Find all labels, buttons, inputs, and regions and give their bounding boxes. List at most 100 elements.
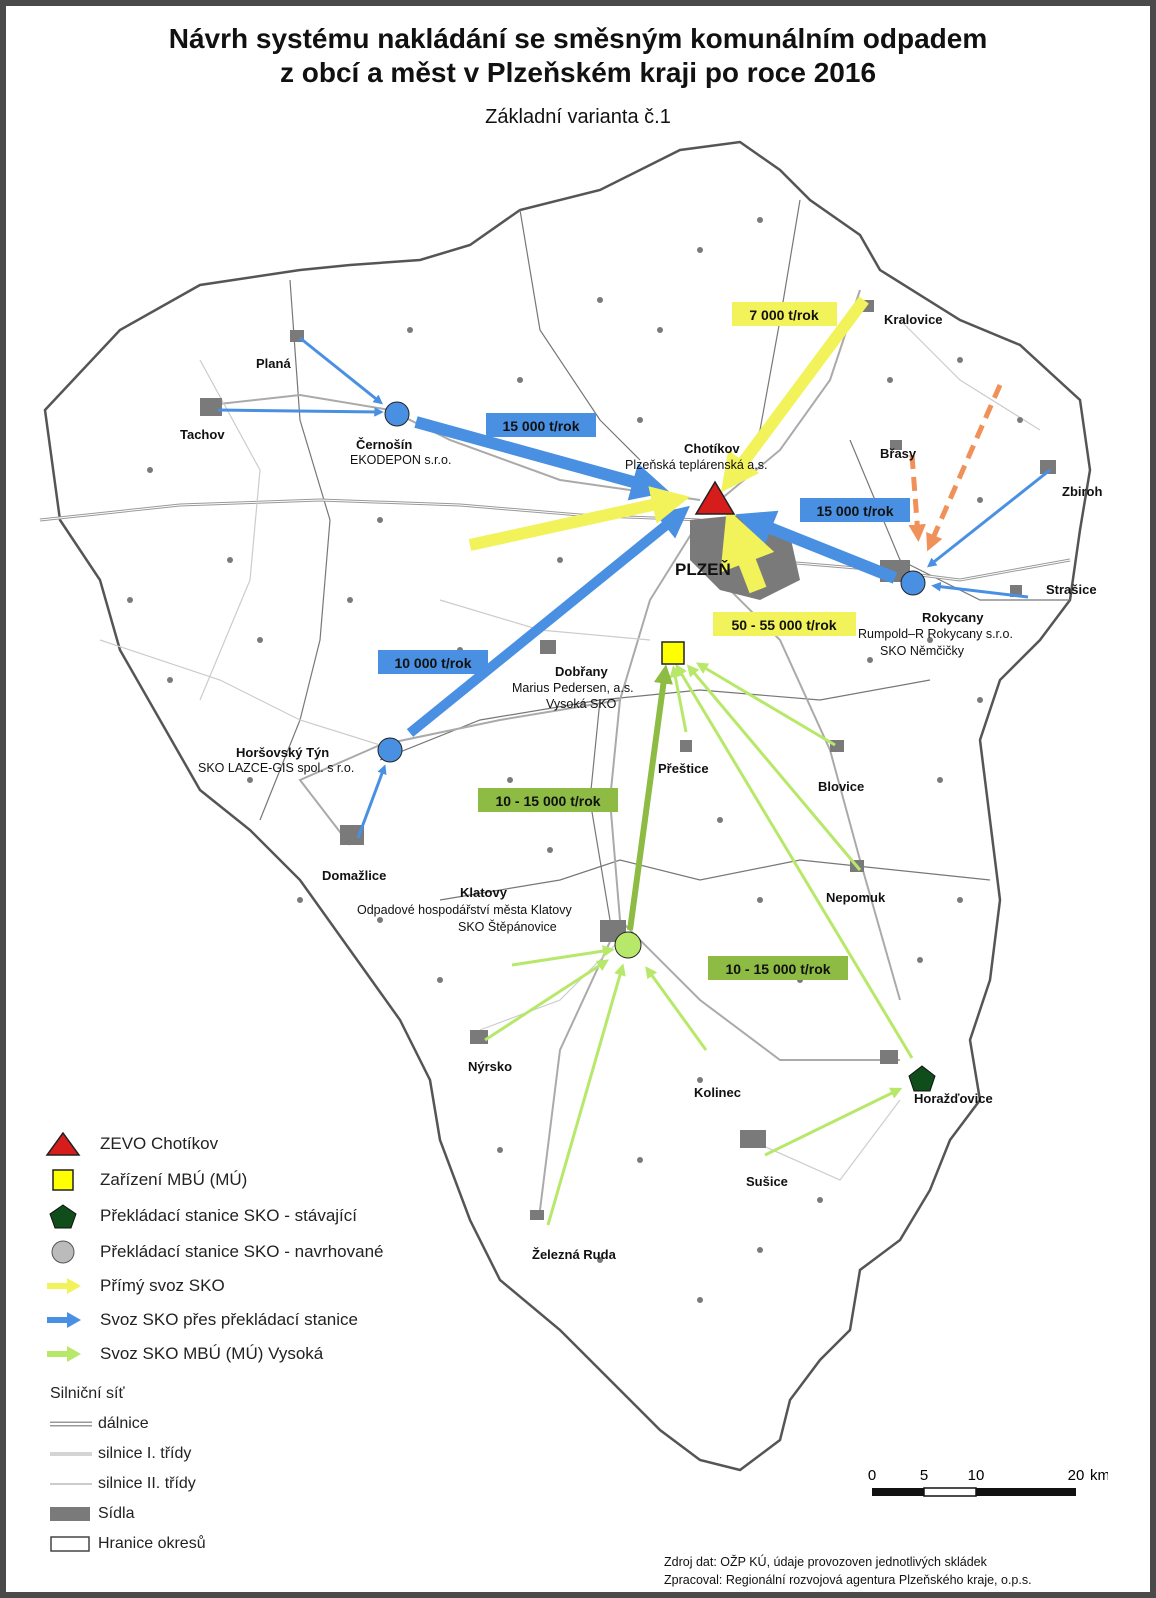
town-domazlice: Domažlice [322, 868, 386, 883]
scale-tick-10: 10 [968, 1467, 985, 1484]
pentagon-legend-icon [49, 1204, 77, 1229]
map-title: Návrh systému nakládání se směsným komun… [0, 22, 1156, 90]
town-blovice: Blovice [818, 779, 864, 794]
legend-station-proposed: Překládací stanice SKO - navrhované [100, 1242, 384, 1261]
legend-row-via-station: Svoz SKO přes překládací stanice [40, 1306, 358, 1334]
settlement-symbol [50, 1507, 90, 1521]
facility-horsovsky-tyn: SKO LAZCE-GIS spol. s r.o. [198, 761, 354, 775]
direct-flows [468, 296, 869, 594]
facility-klatovy-2: SKO Štěpánovice [458, 919, 557, 934]
legend-mbu: Zařízení MBÚ (MÚ) [100, 1170, 248, 1189]
town-dobrany: Dobřany [555, 664, 609, 679]
facility-dobrany-2: Vysoká SKO [546, 697, 617, 711]
scale-tick-5: 5 [920, 1467, 928, 1484]
legend-row-station-existing: Překládací stanice SKO - stávající [40, 1202, 357, 1230]
city-plzen: PLZEŇ [675, 560, 731, 579]
mbu-flows [484, 662, 914, 1226]
legend-row-districts: Hranice okresů [50, 1532, 206, 1556]
legend-districts: Hranice okresů [98, 1535, 206, 1552]
legend-row-station-proposed: Překládací stanice SKO - navrhované [40, 1238, 383, 1266]
station-cernosin [384, 401, 410, 427]
town-brasy: Břasy [880, 446, 917, 461]
flow-label-rokycany: 15 000 t/rok [816, 503, 893, 519]
town-plana: Planá [256, 356, 291, 371]
scale-bar: 0 5 10 20 km [868, 1467, 1108, 1497]
legend-row-zevo: ZEVO Chotíkov [40, 1130, 218, 1158]
town-chotikov: Chotíkov [684, 441, 740, 456]
flow-label-kralovice: 7 000 t/rok [749, 307, 818, 323]
zevo-chotikov-symbol [694, 480, 736, 515]
map-subtitle: Základní varianta č.1 [485, 106, 671, 128]
town-cernosin: Černošín [356, 437, 412, 452]
scale-tick-0: 0 [868, 1467, 876, 1484]
station-horsovsky-tyn [377, 737, 403, 763]
flow-label-plzen: 50 - 55 000 t/rok [731, 617, 836, 633]
facility-symbols [377, 401, 936, 1092]
town-horazdovice: Horažďovice [914, 1091, 993, 1106]
scale-unit: km [1090, 1467, 1108, 1484]
mbu-legend-icon [52, 1169, 74, 1191]
district-symbol [50, 1536, 90, 1552]
legend-class1: silnice I. třídy [98, 1445, 192, 1462]
legend-zevo: ZEVO Chotíkov [100, 1134, 219, 1153]
flow-label-horsovsky-tyn: 10 000 t/rok [394, 655, 471, 671]
town-horsovsky-tyn: Horšovský Týn [236, 745, 329, 760]
motorway-symbol [50, 1421, 92, 1427]
legend-via-station: Svoz SKO přes překládací stanice [100, 1310, 358, 1329]
title-line-1: Návrh systému nakládání se směsným komun… [168, 23, 988, 54]
source-line-1: Zdroj dat: OŽP KÚ, údaje provozoven jedn… [664, 1555, 987, 1569]
scale-tick-20: 20 [1068, 1467, 1085, 1484]
town-prestice: Přeštice [658, 761, 709, 776]
legend-settlements: Sídla [98, 1505, 135, 1522]
station-klatovy [614, 931, 642, 959]
town-susice: Sušice [746, 1174, 788, 1189]
source-line-2: Zpracoval: Regionální rozvojová agentura… [664, 1573, 1032, 1587]
green-arrow-icon [47, 1346, 81, 1362]
legend-direct: Přímý svoz SKO [100, 1276, 225, 1295]
facility-labels: EKODEPON s.r.o. Plzeňská teplárenská a.s… [198, 453, 1013, 934]
legend-class2: silnice II. třídy [98, 1475, 196, 1492]
town-labels: Planá Tachov Černošín Kralovice Chotíkov… [180, 312, 1102, 1262]
town-rokycany: Rokycany [922, 610, 984, 625]
class1-road-symbol [50, 1452, 92, 1456]
facility-chotikov: Plzeňská teplárenská a.s. [625, 458, 767, 472]
legend-row-settlements: Sídla [50, 1502, 134, 1526]
legend-mbu-flow: Svoz SKO MBÚ (MÚ) Vysoká [100, 1344, 324, 1363]
town-nepomuk: Nepomuk [826, 890, 886, 905]
legend-row-direct: Přímý svoz SKO [40, 1272, 225, 1300]
source-note: Zdroj dat: OŽP KÚ, údaje provozoven jedn… [664, 1553, 1032, 1589]
station-rokycany [900, 570, 926, 596]
blue-arrow-icon [47, 1312, 81, 1328]
legend-row-mbu-flow: Svoz SKO MBÚ (MÚ) Vysoká [40, 1340, 323, 1368]
facility-cernosin: EKODEPON s.r.o. [350, 453, 451, 467]
town-kralovice: Kralovice [884, 312, 943, 327]
facility-dobrany-1: Marius Pedersen, a.s. [512, 681, 634, 695]
legend-motorway: dálnice [98, 1415, 149, 1432]
flow-labels: 7 000 t/rok 15 000 t/rok 15 000 t/rok 50… [378, 302, 910, 980]
town-tachov: Tachov [180, 427, 225, 442]
title-line-2: z obcí a měst v Plzeňském kraji po roce … [279, 57, 877, 88]
town-klatovy: Klatovy [460, 885, 508, 900]
flow-label-cernosin: 15 000 t/rok [502, 418, 579, 434]
legend-row-class1: silnice I. třídy [50, 1442, 191, 1466]
roads-title: Silniční síť [50, 1385, 125, 1402]
facility-klatovy-1: Odpadové hospodářství města Klatovy [357, 903, 572, 917]
town-zelezna-ruda: Železná Ruda [532, 1247, 617, 1262]
town-zbiroh: Zbiroh [1062, 484, 1102, 499]
station-horazdovice [908, 1065, 936, 1092]
facility-rokycany-2: SKO Němčičky [880, 644, 965, 658]
facility-rokycany-1: Rumpold–R Rokycany s.r.o. [858, 627, 1013, 641]
legend-station-existing: Překládací stanice SKO - stávající [100, 1206, 357, 1225]
legend-row-mbu: Zařízení MBÚ (MÚ) [40, 1166, 247, 1194]
flow-label-nepomuk-region: 10 - 15 000 t/rok [725, 961, 830, 977]
legend-row-class2: silnice II. třídy [50, 1472, 196, 1496]
proposed-dashed-flows [908, 383, 1003, 552]
town-nyrsko: Nýrsko [468, 1059, 512, 1074]
zevo-legend-icon [45, 1131, 81, 1156]
yellow-arrow-icon [47, 1278, 81, 1294]
town-kolinec: Kolinec [694, 1085, 741, 1100]
mbu-vysoka-symbol [661, 641, 685, 665]
class2-road-symbol [50, 1483, 92, 1485]
flow-label-klatovy: 10 - 15 000 t/rok [495, 793, 600, 809]
